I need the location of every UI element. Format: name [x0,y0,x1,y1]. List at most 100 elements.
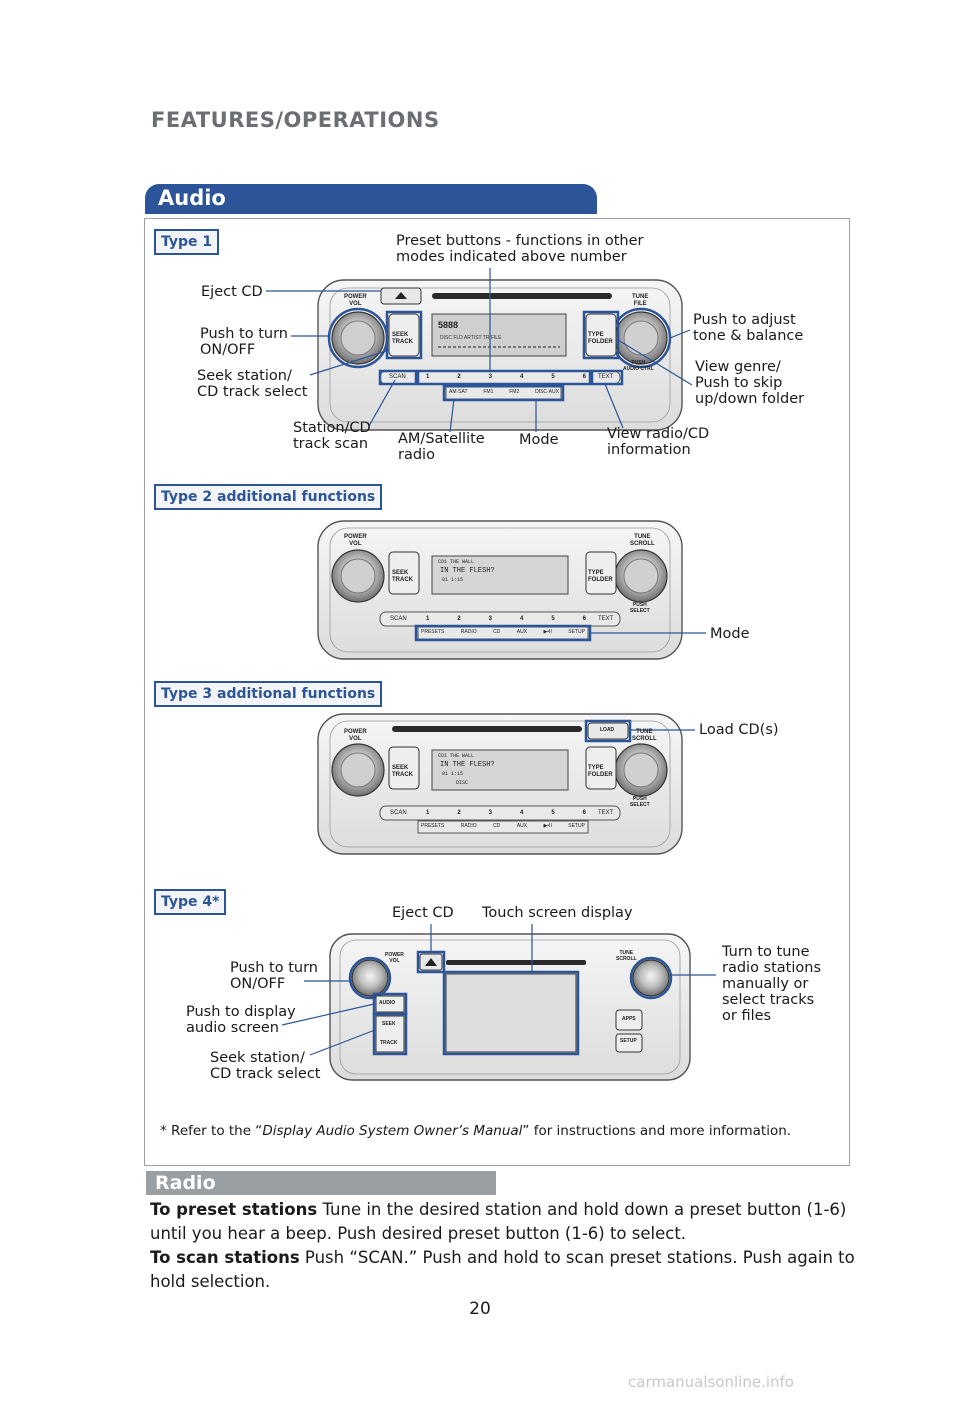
callout-station-scan: Station/CD track scan [293,420,371,452]
type3-preset-3[interactable]: 3 [488,810,492,816]
watermark: carmanualsonline.info [628,1373,794,1391]
preset-5-button[interactable]: 5 [551,374,555,380]
track-button[interactable]: TRACK [380,1040,398,1046]
footnote: * Refer to the “Display Audio System Own… [160,1123,800,1139]
callout-view-radio-cd: View radio/CD information [607,426,710,458]
aux-button[interactable]: AUX [516,629,528,635]
type2-text-button[interactable]: TEXT [598,616,614,622]
scan-stations-title: To scan stations [150,1248,300,1267]
type3-display-line2: IN THE FLESH? [440,761,495,769]
type1-type-folder-button[interactable]: TYPE FOLDER [588,332,613,345]
svg-text:5888: 5888 [438,320,458,330]
footnote-suffix: ” for instructions and more information. [522,1123,792,1139]
type2-preset-5[interactable]: 5 [551,616,555,622]
type3-preset-4[interactable]: 4 [519,810,524,816]
type3-cd-button[interactable]: CD [493,823,501,829]
type3-play-pause-button[interactable]: ▶•II [543,823,552,829]
type3-preset-1[interactable]: 1 [426,810,430,816]
callout-seek-station: Seek station/ CD track select [197,368,308,400]
setup-button-type4[interactable]: SETUP [620,1038,637,1044]
radio-button[interactable]: RADIO [460,629,477,635]
presets-button[interactable]: PRESETS [421,629,445,635]
fm1-button[interactable]: FM1 [483,389,494,395]
type3-label: Type 3 additional functions [154,681,383,707]
type1-preset-numbers: 1 2 3 4 5 6 [426,374,586,380]
svg-text:DISC FLD ARTIST TR FILE: DISC FLD ARTIST TR FILE [440,335,502,341]
callout-turn-to-tune: Turn to tune radio stations manually or … [722,944,822,1024]
callout-tone-balance: Push to adjust tone & balance [693,312,804,344]
am-sat-button[interactable]: AM·SAT [449,389,468,395]
type3-preset-5[interactable]: 5 [551,810,555,816]
play-pause-button[interactable]: ▶•II [543,629,552,635]
callout-am-satellite: AM/Satellite radio [398,431,485,463]
apps-button[interactable]: APPS [622,1016,636,1022]
preset-1-button[interactable]: 1 [426,374,430,380]
footnote-manual-title: Display Audio System Owner’s Manual [262,1123,523,1139]
type3-aux-button[interactable]: AUX [516,823,528,829]
type3-type-folder-button[interactable]: TYPE FOLDER [588,765,613,778]
scan-stations-text: Push “SCAN.” Push and hold to scan prese… [150,1248,855,1291]
audio-button[interactable]: AUDIO [379,1000,396,1006]
page-number: 20 [469,1299,491,1319]
callout-load-cd: Load CD(s) [699,722,779,738]
type1-power-vol-label: POWER VOL [344,294,367,307]
type3-seek-track-button[interactable]: SEEK TRACK [392,765,413,778]
type1-scan-button[interactable]: SCAN [389,374,406,380]
type3-text-button[interactable]: TEXT [598,810,614,816]
callout-type2-mode: Mode [710,626,750,642]
radio-instructions: To preset stations Tune in the desired s… [150,1198,855,1294]
type2-display-line1: CD1 THE WALL [438,559,475,565]
type2-tune-scroll-label: TUNE SCROLL [630,534,655,547]
type2-preset-3[interactable]: 3 [488,616,492,622]
type2-display-line2: IN THE FLESH? [440,567,495,575]
preset-stations-text: Tune in the desired station and hold dow… [150,1200,847,1243]
callout-touch-screen: Touch screen display [482,905,633,921]
callout-type4-seek-station: Seek station/ CD track select [210,1050,321,1082]
callout-push-display: Push to display audio screen [186,1004,296,1036]
type3-preset-6[interactable]: 6 [582,810,586,816]
type4-power-vol-label: POWER VOL [385,952,404,964]
type2-power-vol-label: POWER VOL [344,534,367,547]
preset-4-button[interactable]: 4 [519,374,524,380]
preset-6-button[interactable]: 6 [582,374,586,380]
type1-tune-file-label: TUNE FILE [632,294,649,307]
load-button[interactable]: LOAD [600,727,615,733]
type2-preset-2[interactable]: 2 [457,616,461,622]
type3-scan-button[interactable]: SCAN [390,810,407,816]
type3-radio-button[interactable]: RADIO [460,823,477,829]
type2-preset-1[interactable]: 1 [426,616,430,622]
fm2-button[interactable]: FM2 [509,389,520,395]
setup-button[interactable]: SETUP [568,629,585,635]
type2-seek-track-button[interactable]: SEEK TRACK [392,570,413,583]
type2-preset-4[interactable]: 4 [519,616,524,622]
type3-push-select-label: PUSH SELECT [630,796,650,808]
type1-seek-track-button[interactable]: SEEK TRACK [392,332,413,345]
callout-view-genre: View genre/ Push to skip up/down folder [695,359,805,407]
footnote-prefix: * Refer to the “ [160,1123,263,1139]
type2-type-folder-button[interactable]: TYPE FOLDER [588,570,613,583]
seek-button[interactable]: SEEK [382,1021,396,1027]
type2-scan-button[interactable]: SCAN [390,616,407,622]
type3-tune-scroll-label: TUNE SCROLL [632,729,657,742]
cd-button[interactable]: CD [493,629,501,635]
radio-heading: Radio [155,1172,216,1194]
preset-3-button[interactable]: 3 [488,374,492,380]
section-title: FEATURES/OPERATIONS [151,108,440,132]
type3-presets-button[interactable]: PRESETS [421,823,445,829]
type3-display-line1: CD1 THE WALL [438,753,475,759]
type2-preset-numbers: 1 2 3 4 5 6 [426,616,586,622]
type1-text-button[interactable]: TEXT [598,374,614,380]
type1-push-audio-ctrl-label: PUSH AUDIO CTRL [623,360,654,372]
type2-preset-6[interactable]: 6 [582,616,586,622]
callout-mode: Mode [519,432,559,448]
type2-label: Type 2 additional functions [154,484,383,510]
type3-preset-2[interactable]: 2 [457,810,461,816]
type4-label: Type 4* [154,889,227,915]
audio-heading-bar [145,184,597,214]
disc-aux-button[interactable]: DISC·AUX [535,389,559,395]
preset-2-button[interactable]: 2 [457,374,461,380]
type2-display-line3: 01 1:15 [442,577,464,583]
type3-setup-button[interactable]: SETUP [568,823,585,829]
type4-tune-scroll-label: TUNE SCROLL [616,950,637,962]
